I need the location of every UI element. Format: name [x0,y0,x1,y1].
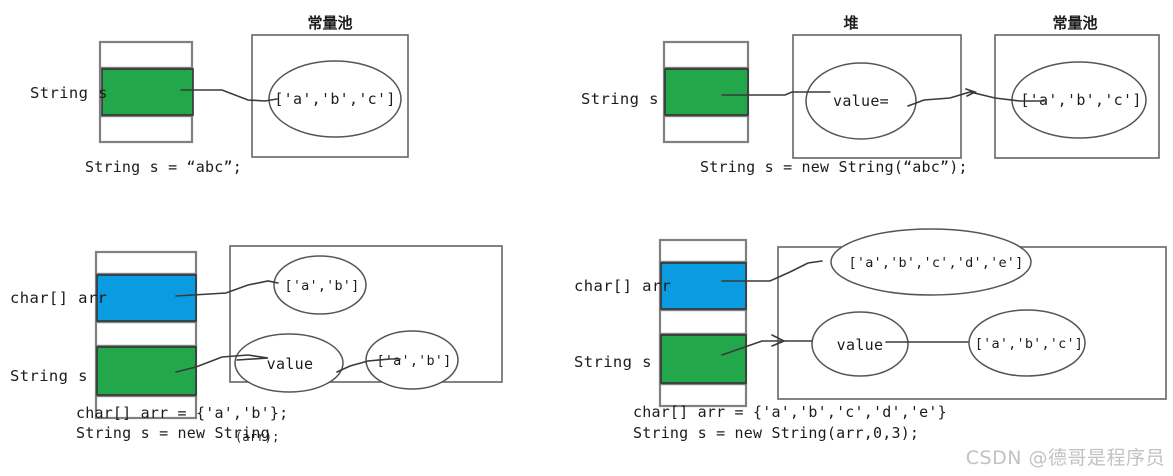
panel-char-array-range: char[] arr String s ['a','b','c','d','e'… [574,228,1167,442]
panel-char-array: char[] arr String s ['a','b'] value ['a'… [10,245,503,444]
slot-fill-char-arr [96,274,197,322]
node-label-pool-char-array-2: ['a','b','c'] [1020,91,1141,109]
region-constant-pool-2 [994,34,1160,159]
node-arr-chars-3 [273,255,367,315]
node-label-arr-chars-4: ['a','b','c','d','e'] [849,255,1024,271]
stack-cell-gap-4 [658,308,748,336]
stack-cell-gap-3 [94,320,198,348]
stack-label-char-arr-4: char[] arr [574,277,671,295]
node-label-arr-chars-3: ['a','b'] [285,278,360,294]
region-title-constant-pool-2: 常量池 [1052,14,1097,32]
ref-arrowhead-s-to-value-4 [771,334,786,347]
region-title-heap: 堆 [843,14,858,32]
slot-fill-char-arr-4 [660,262,747,310]
caption-panel-2: String s = new String(“abc”); [700,158,968,176]
node-arr-chars-4 [830,228,1032,296]
ref-line-heap-to-pool [907,91,1045,107]
node-label-char-array-literal: ['a','b','c'] [274,90,395,108]
ref-line-s-to-value-3 [175,354,269,373]
ref-line-s-to-value-4 [721,340,813,356]
ref-line-value-to-chars-3 [336,358,401,373]
stack-label-string-s: String s [30,84,108,102]
panel-string-new: String s 堆 value= 常量池 ['a','b','c'] Stri… [581,14,1160,176]
node-value-chars-3 [365,330,459,390]
stack-label-string-s-2: String s [581,90,659,108]
stack-label-char-arr: char[] arr [10,289,107,307]
region-constant-pool [251,34,409,158]
node-label-heap-value: value= [833,92,889,110]
ref-line-s-to-pool [180,89,278,102]
ref-line-s-to-heap [721,91,831,96]
stack-cell-empty-top [98,40,194,70]
slot-fill-string-s-4 [660,334,747,384]
region-heap-3 [229,245,503,383]
panel-string-literal: String s 常量池 ['a','b','c'] String s = “a… [30,14,409,176]
stack-cell-empty-bottom [98,114,194,144]
slot-fill-string-s-2 [664,68,749,116]
caption-panel-3-line-1: char[] arr = {'a','b'}; [76,404,288,422]
node-value-3 [234,333,344,393]
ref-line-arr-to-chars [175,280,279,297]
node-value-chars-4 [968,309,1086,377]
ref-line-arr-to-chars-4 [721,260,823,282]
region-title-constant-pool: 常量池 [307,14,352,32]
caption-panel-3-line-2-b: (arr); [235,430,280,444]
node-heap-value [805,62,917,140]
stack-label-string-s-3: String s [10,367,88,385]
caption-panel-4-line-1: char[] arr = {'a','b','c','d','e'} [633,403,947,421]
node-value-4 [811,311,909,377]
region-heap [792,34,962,159]
stack-cell-empty-bottom-3 [94,394,198,420]
node-label-value-chars-4: ['a','b','c'] [975,336,1083,352]
node-label-value-4: value [837,336,884,354]
node-char-array-literal [268,60,402,138]
caption-panel-4-line-2: String s = new String(arr,0,3); [633,424,919,442]
stack-cell-empty-top-3 [94,250,198,276]
node-label-value-3: value [267,355,314,373]
csdn-watermark: CSDN @德哥是程序员 [965,447,1165,469]
slot-fill-string-s [101,68,194,116]
ref-arrowhead-heap-to-pool [965,88,978,97]
stack-cell-empty-bottom-4 [658,382,748,408]
caption-panel-3-line-2-a: String s = new String [76,424,270,442]
caption-panel-1: String s = “abc”; [85,158,242,176]
stack-label-string-s-4: String s [574,353,652,371]
stack-cell-empty-top-4 [658,238,748,264]
stack-cell-empty-bottom-2 [662,114,750,144]
stack-cell-empty-top-2 [662,40,750,70]
node-label-value-chars-3: ['a','b'] [377,353,452,369]
